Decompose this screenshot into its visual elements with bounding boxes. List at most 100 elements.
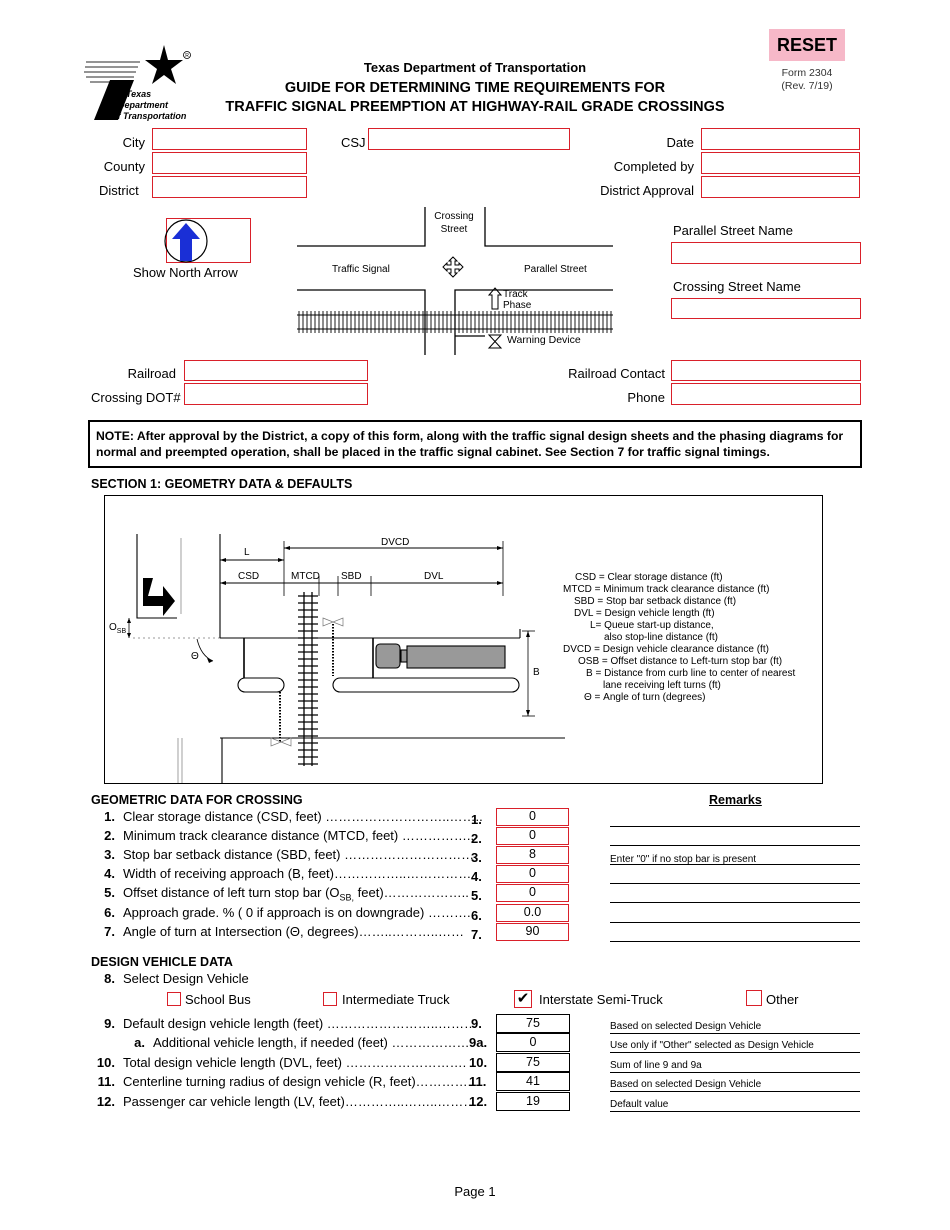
semi-truck-checkbox[interactable]: ✔ <box>514 990 532 1008</box>
geo-value-field[interactable]: 0 <box>496 827 569 845</box>
geo-line-num: 7. <box>471 927 482 942</box>
geo-line-num: 6. <box>471 908 482 923</box>
date-field[interactable] <box>701 128 860 150</box>
geo-value-field[interactable]: 90 <box>496 923 569 941</box>
district-approval-field[interactable] <box>701 176 860 198</box>
legend-b: B = Distance from curb line to center of… <box>586 668 796 679</box>
school-bus-checkbox[interactable] <box>167 992 181 1006</box>
select-label: Select Design Vehicle <box>123 971 249 986</box>
parallel-street-name-field[interactable] <box>671 242 861 264</box>
geo-value-field[interactable]: 8 <box>496 846 569 864</box>
svg-text:Department: Department <box>118 100 169 110</box>
railroad-field[interactable] <box>184 360 368 381</box>
geo-remark[interactable] <box>610 887 860 903</box>
parallel-street-name-label: Parallel Street Name <box>673 223 793 238</box>
district-label: District <box>99 183 139 198</box>
crossing-street-label: Crossing Street <box>434 211 474 235</box>
dv-line-num: 9a. <box>469 1035 488 1050</box>
dim-OSB-main: O <box>109 622 117 633</box>
county-label: County <box>103 159 145 174</box>
legend-sbd: SBD = Stop bar setback distance (ft) <box>574 596 737 607</box>
select-num: 8. <box>104 971 115 986</box>
crossing-street-name-field[interactable] <box>671 298 861 319</box>
reset-button[interactable]: RESET <box>769 29 845 61</box>
geo-remark[interactable] <box>610 811 860 827</box>
dv-row-text: Total design vehicle length (DVL, feet) … <box>123 1055 467 1070</box>
dv-row-text: Default design vehicle length (feet) ………… <box>123 1016 478 1031</box>
geo-row-text: Approach grade. % ( 0 if approach is on … <box>123 905 471 920</box>
geo-line-num: 3. <box>471 850 482 865</box>
legend-dvcd: DVCD = Design vehicle clearance distance… <box>563 644 769 655</box>
dv-value-field[interactable]: 0 <box>496 1033 570 1052</box>
geo-remark[interactable]: Enter "0" if no stop bar is present <box>610 849 860 865</box>
other-label: Other <box>766 992 799 1007</box>
svg-text:Texas: Texas <box>126 89 151 99</box>
dv-remark: Based on selected Design Vehicle <box>610 1017 860 1034</box>
dv-line-num: 11. <box>469 1074 487 1089</box>
other-checkbox[interactable] <box>746 990 762 1006</box>
legend-l: L= Queue start-up distance, <box>590 620 714 631</box>
legend-csd: CSD = Clear storage distance (ft) <box>575 572 723 583</box>
intermediate-truck-checkbox[interactable] <box>323 992 337 1006</box>
cabinet-note: NOTE: After approval by the District, a … <box>88 420 862 468</box>
dim-OSB-sub: SB <box>116 628 127 635</box>
dim-DVCD: DVCD <box>381 537 410 548</box>
city-field[interactable] <box>152 128 307 150</box>
geo-row-num: 2. <box>104 828 115 843</box>
city-label: City <box>122 135 145 150</box>
crossing-dot-field[interactable] <box>184 383 368 405</box>
csj-field[interactable] <box>368 128 570 150</box>
dim-OSB: OSB <box>109 622 126 635</box>
dv-remark: Sum of line 9 and 9a <box>610 1056 860 1073</box>
svg-text:of Transportation: of Transportation <box>112 111 187 121</box>
geo-remark[interactable] <box>610 907 860 923</box>
design-vehicle-title: DESIGN VEHICLE DATA <box>91 955 233 969</box>
geo-row-text: Stop bar setback distance (SBD, feet) ……… <box>123 847 478 862</box>
geometry-diagram: L DVCD CSD MTCD SBD DVL OSB Θ B CSD = Cl… <box>104 495 823 784</box>
geo-row-text: Minimum track clearance distance (MTCD, … <box>123 828 475 843</box>
dim-SBD: SBD <box>341 571 362 582</box>
geo-value-field[interactable]: 0 <box>496 865 569 883</box>
geo-value-field[interactable]: 0.0 <box>496 904 569 922</box>
dv-row-text: Passenger car vehicle length (LV, feet)…… <box>123 1094 477 1109</box>
geo-remark[interactable] <box>610 868 860 884</box>
geo-line-num: 5. <box>471 888 482 903</box>
dv-value-field[interactable]: 75 <box>496 1014 570 1033</box>
railroad-contact-field[interactable] <box>671 360 861 381</box>
section1-title: SECTION 1: GEOMETRY DATA & DEFAULTS <box>91 477 353 491</box>
phone-field[interactable] <box>671 383 861 405</box>
geo-remark[interactable] <box>610 926 860 942</box>
dim-CSD: CSD <box>238 571 260 582</box>
railroad-label: Railroad <box>127 366 176 381</box>
completed-by-field[interactable] <box>701 152 860 174</box>
geo-value-field[interactable]: 0 <box>496 808 569 826</box>
legend: CSD = Clear storage distance (ft) MTCD =… <box>563 572 823 704</box>
phone-label: Phone <box>627 390 665 405</box>
dv-value-field[interactable]: 19 <box>496 1092 570 1111</box>
legend-osb: OSB = Offset distance to Left-turn stop … <box>578 656 783 667</box>
county-field[interactable] <box>152 152 307 174</box>
track-phase-label: Track Phase <box>503 289 532 311</box>
geo-remark[interactable] <box>610 830 860 846</box>
north-arrow-field[interactable] <box>166 218 251 263</box>
geo-line-num: 4. <box>471 869 482 884</box>
legend-theta: Θ = Angle of turn (degrees) <box>584 692 706 703</box>
csj-label: CSJ <box>341 135 366 150</box>
crossing-dot-label: Crossing DOT# <box>91 390 181 405</box>
intermediate-truck-label: Intermediate Truck <box>342 992 450 1007</box>
dv-value-field[interactable]: 75 <box>496 1053 570 1072</box>
dv-value-field[interactable]: 41 <box>496 1072 570 1091</box>
semi-truck-check-glyph: ✔ <box>516 990 530 1007</box>
geo-row-num: 5. <box>104 885 115 900</box>
geo-row-num: 1. <box>104 809 115 824</box>
legend-b2: lane receiving left turns (ft) <box>603 680 721 691</box>
railroad-contact-label: Railroad Contact <box>568 366 665 381</box>
geo-value-field[interactable]: 0 <box>496 884 569 902</box>
dim-DVL: DVL <box>424 571 444 582</box>
svg-text:R: R <box>185 53 189 59</box>
dv-line-num: 10. <box>469 1055 488 1070</box>
intersection-sketch <box>295 205 615 360</box>
district-field[interactable] <box>152 176 307 198</box>
dv-line-num: 12. <box>469 1094 488 1109</box>
geo-row-text: Width of receiving approach (B, feet)………… <box>123 866 472 881</box>
